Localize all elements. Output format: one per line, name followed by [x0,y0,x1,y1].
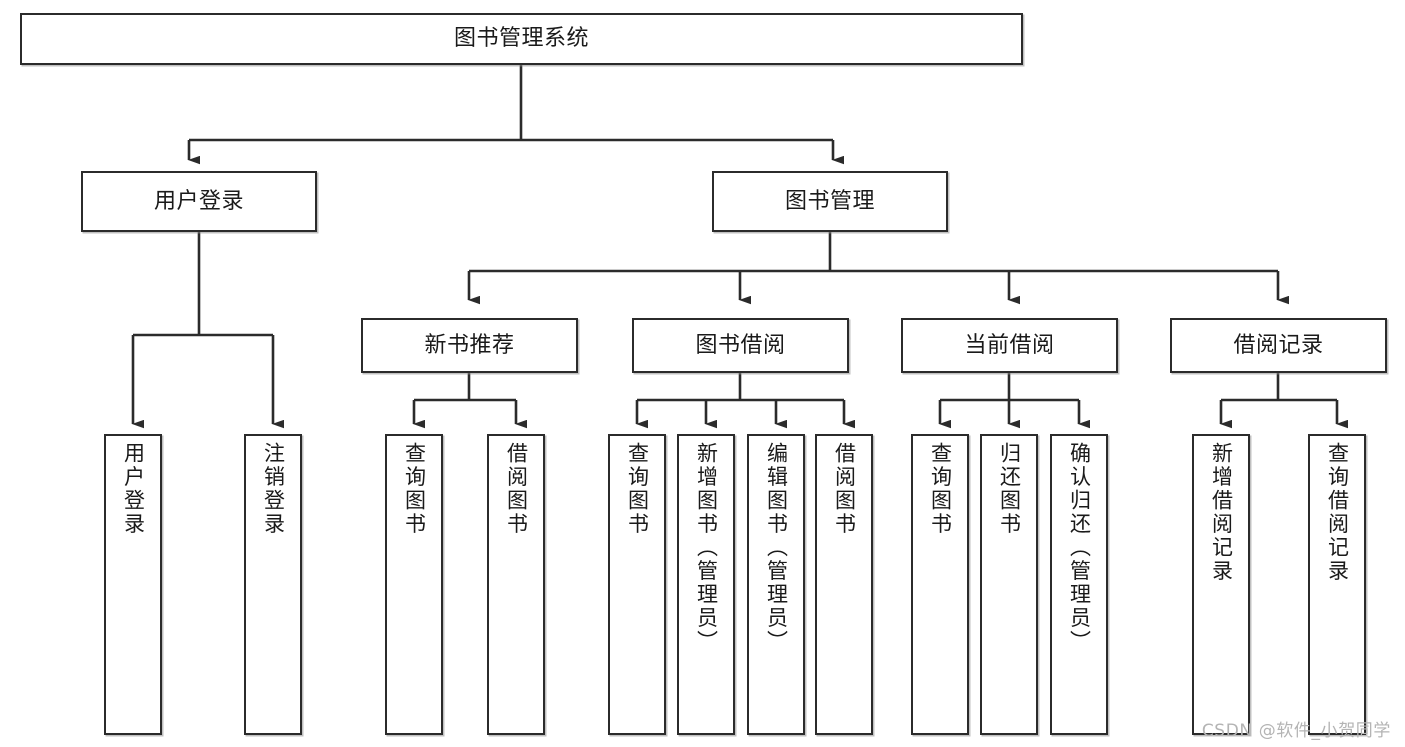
node-current-borrow-label: 当前借阅 [964,332,1055,358]
node-leaf-edit-book[interactable]: 编辑图书（管理员） [747,434,805,735]
node-leaf-borrow-book-1[interactable]: 借阅图书 [487,434,545,735]
node-leaf-query-book-3-label: 查询图书 [928,442,953,536]
node-current-borrow[interactable]: 当前借阅 [901,318,1118,373]
node-leaf-query-book-2[interactable]: 查询图书 [608,434,666,735]
node-book-manage-label: 图书管理 [784,188,875,214]
node-leaf-query-record-label: 查询借阅记录 [1325,442,1350,583]
node-leaf-logout-label: 注销登录 [261,442,286,536]
node-leaf-borrow-book-2[interactable]: 借阅图书 [815,434,873,735]
node-book-borrow[interactable]: 图书借阅 [632,318,849,373]
node-leaf-add-record-label: 新增借阅记录 [1209,442,1234,583]
node-leaf-add-book-label: 新增图书（管理员） [694,442,719,654]
node-new-book-recommend-label: 新书推荐 [424,332,515,358]
node-leaf-return-book[interactable]: 归还图书 [980,434,1038,735]
node-leaf-confirm-return[interactable]: 确认归还（管理员） [1050,434,1108,735]
node-root[interactable]: 图书管理系统 [20,13,1023,65]
node-root-label: 图书管理系统 [453,26,589,52]
node-book-manage[interactable]: 图书管理 [712,171,948,232]
node-leaf-add-book[interactable]: 新增图书（管理员） [677,434,735,735]
node-user-login[interactable]: 用户登录 [81,171,317,232]
node-leaf-user-login-label: 用户登录 [121,442,146,536]
node-leaf-borrow-book-1-label: 借阅图书 [504,442,529,536]
node-leaf-user-login[interactable]: 用户登录 [104,434,162,735]
node-user-login-label: 用户登录 [153,188,244,214]
node-borrow-record[interactable]: 借阅记录 [1170,318,1387,373]
node-leaf-add-record[interactable]: 新增借阅记录 [1192,434,1250,735]
node-book-borrow-label: 图书借阅 [695,332,786,358]
node-new-book-recommend[interactable]: 新书推荐 [361,318,578,373]
node-leaf-query-book-1[interactable]: 查询图书 [385,434,443,735]
node-leaf-edit-book-label: 编辑图书（管理员） [764,442,789,654]
node-leaf-query-book-3[interactable]: 查询图书 [911,434,969,735]
node-leaf-query-book-2-label: 查询图书 [625,442,650,536]
node-leaf-borrow-book-2-label: 借阅图书 [832,442,857,536]
node-leaf-return-book-label: 归还图书 [997,442,1022,536]
node-leaf-logout[interactable]: 注销登录 [244,434,302,735]
node-borrow-record-label: 借阅记录 [1233,332,1324,358]
node-leaf-query-book-1-label: 查询图书 [402,442,427,536]
node-leaf-query-record[interactable]: 查询借阅记录 [1308,434,1366,735]
node-leaf-confirm-return-label: 确认归还（管理员） [1067,442,1092,654]
